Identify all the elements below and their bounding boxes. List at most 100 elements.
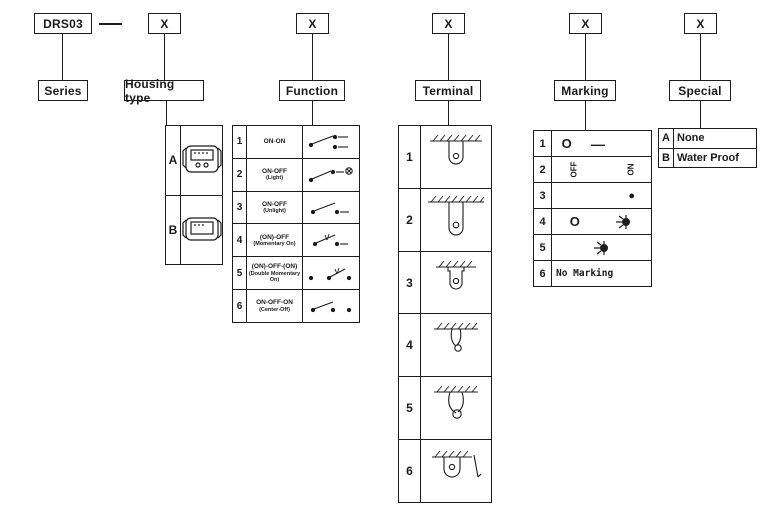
special-code-a: A	[659, 129, 674, 148]
terminal-num: 1	[399, 126, 421, 188]
marking-row-3: 3 ●	[534, 182, 651, 208]
connector-terminal	[448, 34, 450, 80]
x-box-housing: X	[148, 13, 181, 34]
marking-row-5: 5	[534, 234, 651, 260]
label-function: Function	[279, 80, 345, 101]
terminal-row-2: 2	[399, 187, 491, 251]
on-text: ON	[626, 163, 636, 176]
connector-marking-table	[585, 101, 587, 130]
connector-special	[700, 34, 702, 80]
special-table: A None B Water Proof	[658, 128, 757, 168]
function-row-6: 6 ON-OFF-ON (Center-Off)	[233, 289, 359, 322]
x-box-special: X	[684, 13, 717, 34]
x-text: X	[696, 16, 705, 31]
function-num: 3	[233, 191, 247, 224]
terminal-num: 2	[399, 188, 421, 251]
circuit-symbol-on-off-light-icon	[303, 159, 359, 191]
function-label: ON-ON	[247, 126, 303, 158]
marking-row-6: 6 No Marking	[534, 260, 651, 286]
filled-circle-symbol: ●	[628, 189, 635, 202]
function-row-4: 4 (ON)-OFF (Momentary On)	[233, 223, 359, 257]
terminal-table: 1 2 3	[398, 125, 492, 503]
connector-marking	[585, 34, 587, 80]
dash-symbol: —	[591, 135, 605, 152]
housing-b-drawing	[181, 196, 222, 265]
terminal-row-1: 1	[399, 126, 491, 188]
function-label: (ON)-OFF (Momentary On)	[247, 224, 303, 257]
terminal-row-3: 3	[399, 250, 491, 314]
x-box-function: X	[296, 13, 329, 34]
marking-num: 2	[534, 157, 552, 182]
connector-terminal-table	[448, 101, 450, 125]
label-marking-text: Marking	[561, 83, 609, 98]
x-text: X	[308, 16, 317, 31]
function-row-2: 2 ON-OFF (Light)	[233, 157, 359, 191]
marking-row-4: 4 O	[534, 208, 651, 234]
connector-series	[62, 34, 64, 80]
marking-num: 5	[534, 235, 552, 260]
marking-num: 4	[534, 209, 552, 234]
terminal-num: 3	[399, 251, 421, 314]
housing-code-a: A	[166, 126, 181, 195]
function-label: ON-OFF-ON (Center-Off)	[247, 290, 303, 322]
function-table: 1 ON-ON 2 ON-OFF (Light)	[232, 125, 360, 323]
lamp-icon	[593, 240, 608, 255]
terminal-2-drawing	[421, 189, 491, 251]
function-row-1: 1 ON-ON	[233, 126, 359, 158]
circuit-symbol-center-off-icon	[303, 290, 359, 322]
marking-num: 6	[534, 261, 552, 286]
circuit-symbol-on-off-icon	[303, 192, 359, 224]
label-marking: Marking	[554, 80, 616, 101]
marking-5-symbols	[552, 235, 651, 260]
label-series-text: Series	[44, 83, 82, 98]
x-text: X	[160, 16, 169, 31]
label-housing-type: Housing type	[124, 77, 204, 105]
terminal-5-drawing	[421, 377, 491, 439]
connector-housing	[164, 34, 166, 80]
terminal-row-5: 5	[399, 376, 491, 440]
function-num: 6	[233, 290, 247, 322]
function-row-5: 5 (ON)-OFF-(ON) (Double Momentary On)	[233, 256, 359, 290]
connector-function-table	[312, 101, 314, 125]
marking-row-1: 1 O —	[534, 131, 651, 156]
housing-row-b: B	[166, 194, 222, 265]
label-terminal-text: Terminal	[422, 83, 474, 98]
marking-6-text: No Marking	[552, 261, 651, 286]
function-num: 5	[233, 257, 247, 290]
lamp-icon	[616, 214, 631, 229]
connector-function	[312, 34, 314, 80]
circle-symbol: O	[569, 214, 580, 229]
connector-housing-table	[166, 101, 168, 125]
x-text: X	[444, 16, 453, 31]
function-label: (ON)-OFF-(ON) (Double Momentary On)	[247, 257, 303, 290]
terminal-num: 6	[399, 440, 421, 502]
function-num: 2	[233, 158, 247, 191]
marking-table: 1 O — 2 OFF ON 3 ● 4 O	[533, 130, 652, 287]
series-code-box: DRS03	[34, 13, 92, 34]
function-row-3: 3 ON-OFF (Unlight)	[233, 190, 359, 224]
dash-connector	[99, 23, 122, 25]
circuit-symbol-double-momentary-icon	[303, 257, 359, 289]
marking-4-symbols: O	[552, 209, 651, 234]
marking-num: 1	[534, 131, 552, 156]
marking-num: 3	[534, 183, 552, 208]
housing-type-table: A B	[165, 125, 223, 265]
label-series: Series	[38, 80, 88, 101]
housing-code-b: B	[166, 195, 181, 264]
marking-3-symbols: ●	[552, 183, 651, 208]
circuit-symbol-on-on-icon	[303, 126, 359, 158]
marking-row-2: 2 OFF ON	[534, 156, 651, 182]
terminal-4-drawing	[421, 314, 491, 376]
off-text: OFF	[569, 161, 579, 178]
function-num: 4	[233, 224, 247, 257]
special-code-b: B	[659, 148, 674, 167]
terminal-num: 5	[399, 377, 421, 440]
function-num: 1	[233, 126, 247, 158]
function-label: ON-OFF (Light)	[247, 158, 303, 191]
x-box-marking: X	[569, 13, 602, 34]
special-row-b: B Water Proof	[659, 147, 756, 167]
label-special: Special	[669, 80, 731, 101]
rocker-switch-a-icon	[181, 145, 222, 173]
special-label-a: None	[677, 132, 705, 145]
terminal-3-drawing	[421, 252, 491, 314]
